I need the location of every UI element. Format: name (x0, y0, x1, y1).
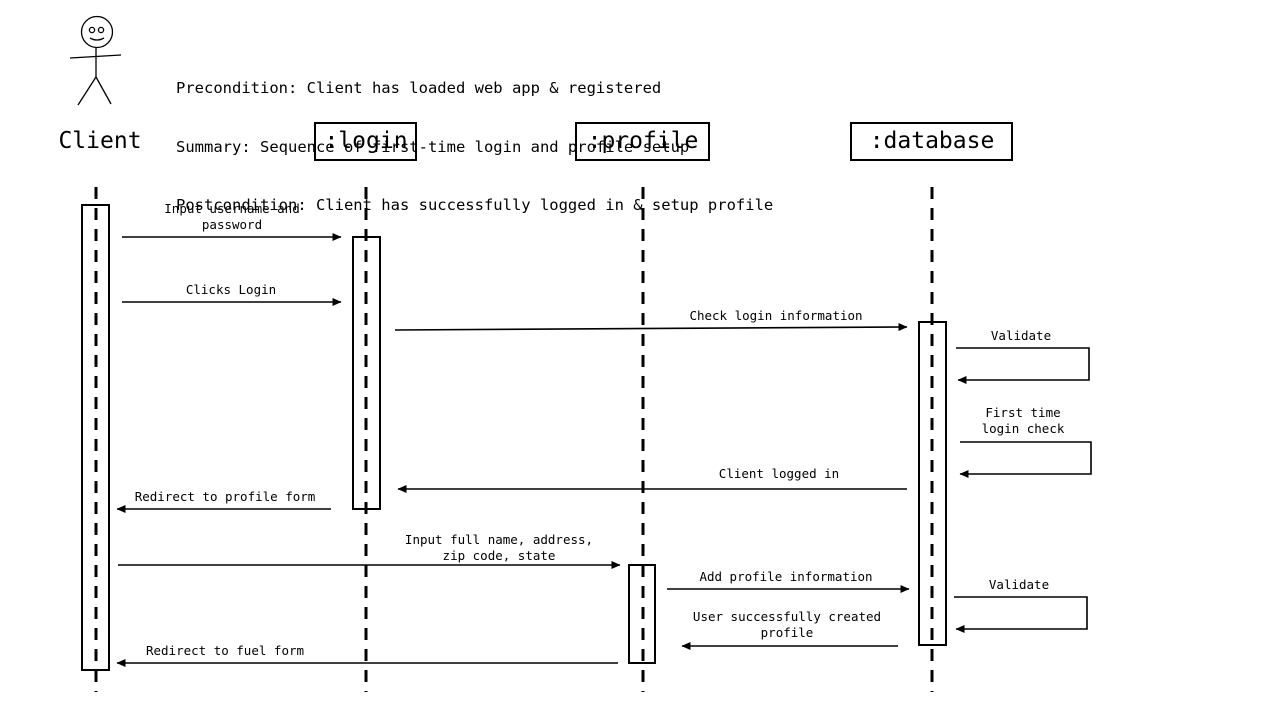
activation-bar-login (352, 236, 381, 510)
message-label-first-time-check: First time login check (981, 405, 1065, 436)
use-case-notes: Precondition: Client has loaded web app … (176, 40, 773, 235)
participant-label-profile: :profile (587, 128, 699, 154)
message-label-check-login: Check login information (689, 308, 863, 323)
message-label-redirect-fuel: Redirect to fuel form (145, 643, 305, 658)
message-label-validate-2: Validate (988, 577, 1050, 592)
participant-label-client: Client (58, 128, 142, 154)
arrow-validate-self-1 (956, 347, 1090, 384)
activation-bar-profile (628, 564, 656, 664)
participant-label-database: :database (869, 128, 995, 154)
precondition-text: Precondition: Client has loaded web app … (176, 79, 662, 97)
participant-label-login: :login (324, 128, 408, 154)
summary-text: Summary: Sequence of first-time login an… (176, 137, 690, 156)
postcondition-text: Postcondition: Client has successfully l… (176, 196, 774, 214)
arrow-first-time-check-self (959, 441, 1092, 478)
arrow-validate-self-2 (954, 596, 1088, 633)
message-label-validate-1: Validate (990, 328, 1052, 343)
message-label-input-profile: Input full name, address, zip code, stat… (404, 532, 594, 563)
arrow-check-login (394, 323, 908, 332)
activation-bar-client (81, 204, 110, 671)
activation-bar-database (918, 321, 947, 646)
message-label-add-profile: Add profile information (699, 569, 873, 584)
message-label-input-credentials: Input username and password (164, 201, 300, 232)
message-label-clicks-login: Clicks Login (185, 282, 277, 297)
actor-stick-figure-icon (69, 15, 122, 106)
message-label-redirect-profile: Redirect to profile form (134, 489, 316, 504)
message-label-profile-created: User successfully created profile (692, 609, 882, 640)
participant-box-profile (575, 122, 710, 161)
message-label-client-logged-in: Client logged in (718, 466, 840, 481)
participant-box-login (314, 122, 417, 161)
participant-box-database (850, 122, 1013, 161)
